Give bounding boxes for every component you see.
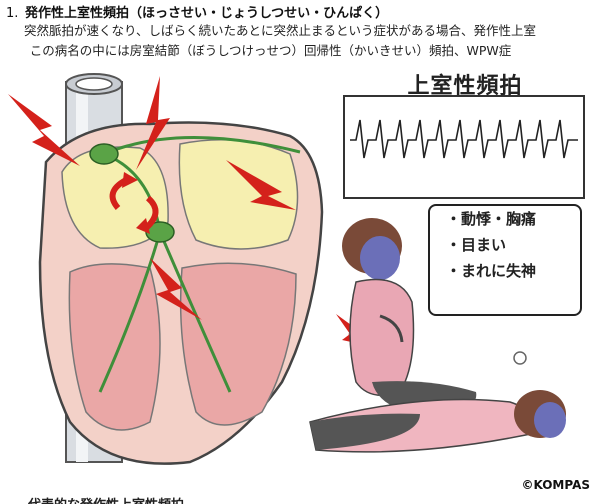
symptom-item: ・動悸・胸痛 bbox=[446, 210, 537, 228]
symptom-item: ・目まい bbox=[446, 236, 507, 254]
copyright-label: ©KOMPAS bbox=[521, 478, 590, 492]
ecg-title: 上室性頻拍 bbox=[407, 74, 523, 99]
description-line-1: 突然脈拍が速くなり、しばらく続いたあとに突然止まるという症状がある場合、発作性上… bbox=[24, 23, 537, 38]
symptoms-box: ・動悸・胸痛 ・目まい ・まれに失神 bbox=[428, 204, 582, 316]
next-heading-partial: 代表的な発作性上室性頻拍 bbox=[28, 494, 184, 504]
heart-illustration bbox=[8, 73, 585, 465]
description-line-2: す。この病名の中には房室結節（ぼうしつけっせつ）回帰性（かいきせい）頻拍、WPW… bbox=[24, 43, 512, 58]
sinus-node bbox=[89, 143, 119, 165]
section-description: 突然脈拍が速くなり、しばらく続いたあとに突然止まるという症状がある場合、発作性上… bbox=[24, 21, 600, 61]
lying-woman bbox=[309, 351, 566, 453]
section-title: 発作性上室性頻拍（ほっさせい・じょうしつせい・ひんぱく） bbox=[24, 6, 389, 21]
section-number: 1. bbox=[6, 6, 19, 21]
section-heading: 1. 発作性上室性頻拍（ほっさせい・じょうしつせい・ひんぱく） bbox=[6, 2, 388, 21]
heart bbox=[38, 121, 324, 465]
ecg-strip bbox=[343, 95, 585, 199]
symptom-item: ・まれに失神 bbox=[446, 262, 537, 280]
